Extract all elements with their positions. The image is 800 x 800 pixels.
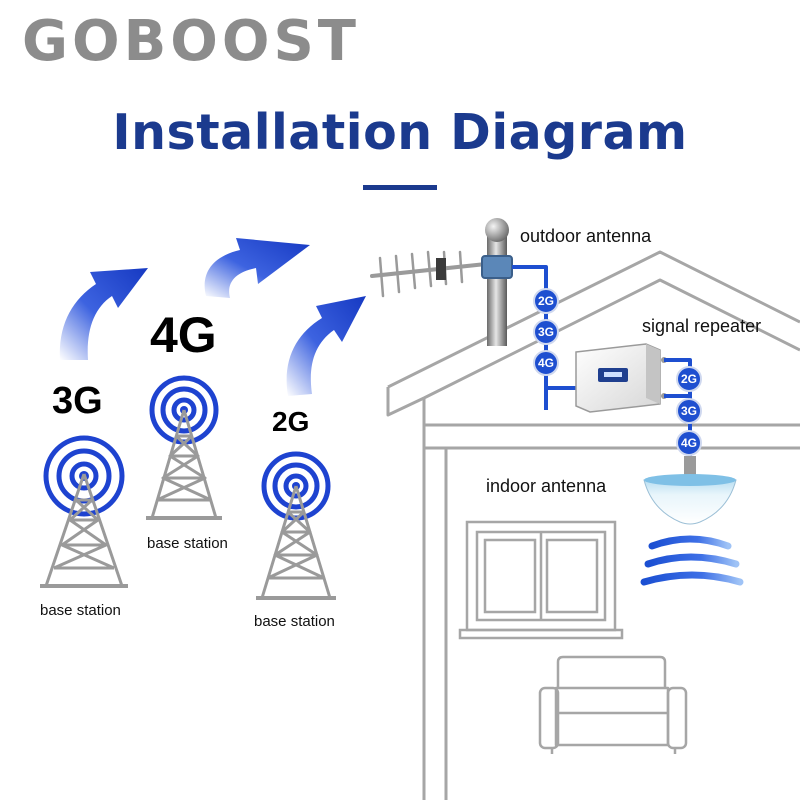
outdoor-badge-4g: 4G (533, 350, 559, 376)
page-title: Installation Diagram (112, 104, 688, 161)
indoor-cable (664, 358, 692, 460)
tower-3-label: base station (254, 613, 335, 630)
brand-logo: GOBOOST (22, 9, 360, 74)
mast-clamp (481, 255, 513, 279)
base-station-tower-2 (146, 375, 222, 520)
tower-1-label: base station (40, 602, 121, 619)
signal-arrows (59, 238, 366, 396)
tower-icon (40, 473, 128, 588)
window (458, 520, 624, 640)
attic-floor-line (424, 423, 800, 450)
antenna-mast (487, 232, 507, 346)
base-station-tower-1 (40, 435, 128, 588)
yagi-antenna-icon (370, 250, 488, 298)
indoor-badge-4g: 4G (676, 430, 702, 456)
tower-icon (146, 409, 222, 520)
signal-repeater-label: signal repeater (642, 316, 762, 336)
base-station-tower-3 (256, 451, 336, 600)
indoor-antenna (643, 456, 737, 525)
title-underline (363, 185, 437, 190)
tower-2-label: base station (147, 535, 228, 552)
indoor-antenna-label: indoor antenna (486, 476, 607, 496)
house (386, 250, 800, 800)
arrow-left (59, 268, 149, 360)
outdoor-antenna-label: outdoor antenna (520, 226, 652, 246)
sofa (538, 655, 688, 754)
signal-waves-icon (640, 535, 744, 586)
outdoor-badge-2g: 2G (533, 288, 559, 314)
signal-repeater (575, 343, 667, 413)
signal-rings-icon (149, 375, 219, 445)
tower-2-band: 4G (150, 307, 217, 363)
tower-icon (256, 485, 336, 600)
arrow-right (286, 296, 366, 396)
outdoor-antenna (370, 218, 513, 346)
tower-1-band: 3G (52, 380, 103, 422)
arrow-middle (204, 238, 310, 298)
indoor-badge-3g: 3G (676, 398, 702, 424)
tower-3-band: 2G (272, 406, 310, 437)
mast-ball (485, 218, 509, 242)
outdoor-badge-3g: 3G (533, 319, 559, 345)
indoor-badge-2g: 2G (676, 366, 702, 392)
